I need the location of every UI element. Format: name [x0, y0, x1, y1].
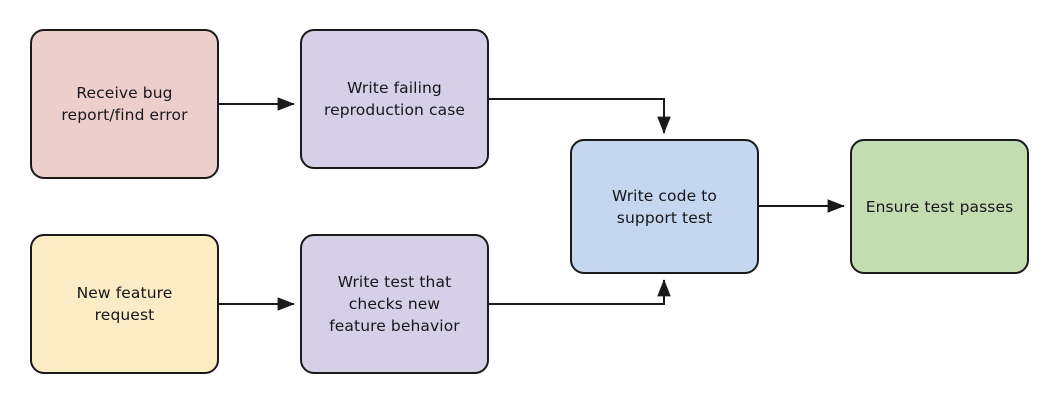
node-write-code-to-support-test[interactable]: Write code to support test — [570, 139, 759, 274]
node-label: Write failing reproduction case — [323, 79, 466, 119]
node-ensure-test-passes[interactable]: Ensure test passes — [850, 139, 1029, 274]
connector-repro-to-write-code — [489, 98, 671, 134]
node-label: Receive bug report/find error — [61, 84, 188, 124]
node-new-feature-request[interactable]: New feature request — [30, 234, 219, 374]
node-label: Write test that checks new feature behav… — [329, 273, 460, 335]
node-receive-bug-report[interactable]: Receive bug report/find error — [30, 29, 219, 179]
node-write-test-checks-new-feature[interactable]: Write test that checks new feature behav… — [300, 234, 489, 374]
node-label: Ensure test passes — [865, 197, 1014, 216]
node-label: New feature request — [76, 284, 173, 324]
node-write-failing-reproduction-case[interactable]: Write failing reproduction case — [300, 29, 489, 169]
connector-test-to-write-code — [489, 279, 671, 305]
node-label: Write code to support test — [611, 186, 718, 227]
